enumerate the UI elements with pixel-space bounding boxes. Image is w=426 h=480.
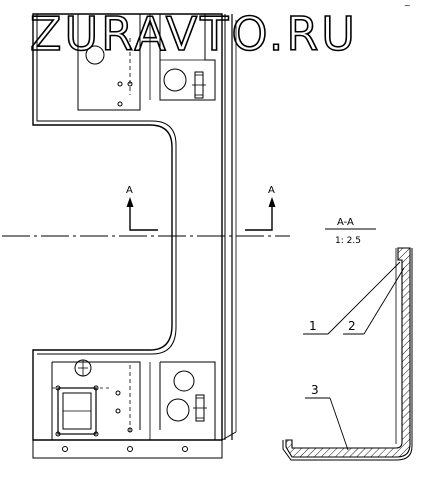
watermark-text: ZURAVTO.RU <box>30 7 358 61</box>
lower-left-plate <box>51 361 141 440</box>
section-marker-left-path <box>129 205 158 231</box>
section-arrow-right <box>268 197 276 207</box>
corner-mark: ~ <box>404 1 411 10</box>
callout-1: 1 <box>309 319 317 333</box>
lower-right-hole-1 <box>173 370 195 392</box>
section-title: A-A <box>337 217 354 228</box>
section-cut-line <box>2 197 290 237</box>
section-scale: 1: 2.5 <box>335 236 361 246</box>
main-panel <box>32 13 237 459</box>
profile-outer-skin <box>282 248 413 461</box>
upper-right-hole <box>163 68 187 92</box>
section-arrow-left <box>126 197 134 207</box>
bottom-strip-holes <box>62 446 188 452</box>
callout-2: 2 <box>348 319 356 333</box>
panel-bend-inner <box>36 14 177 355</box>
section-profile <box>282 247 413 461</box>
panel-outline <box>32 13 223 441</box>
profile-hatched-body <box>285 247 411 458</box>
section-marker-right-path <box>245 205 273 231</box>
section-marker-left-label: A <box>126 185 133 196</box>
callout-leaders <box>303 261 405 451</box>
section-marker-right-label: A <box>268 185 275 196</box>
lower-right-hole-2 <box>166 398 190 422</box>
upper-plate-hole <box>85 45 105 65</box>
callout-3: 3 <box>311 383 319 397</box>
lower-right-plate <box>159 361 216 440</box>
bottom-strip <box>32 439 223 459</box>
upper-left-plate <box>77 13 141 111</box>
upper-right-plate <box>159 14 216 101</box>
